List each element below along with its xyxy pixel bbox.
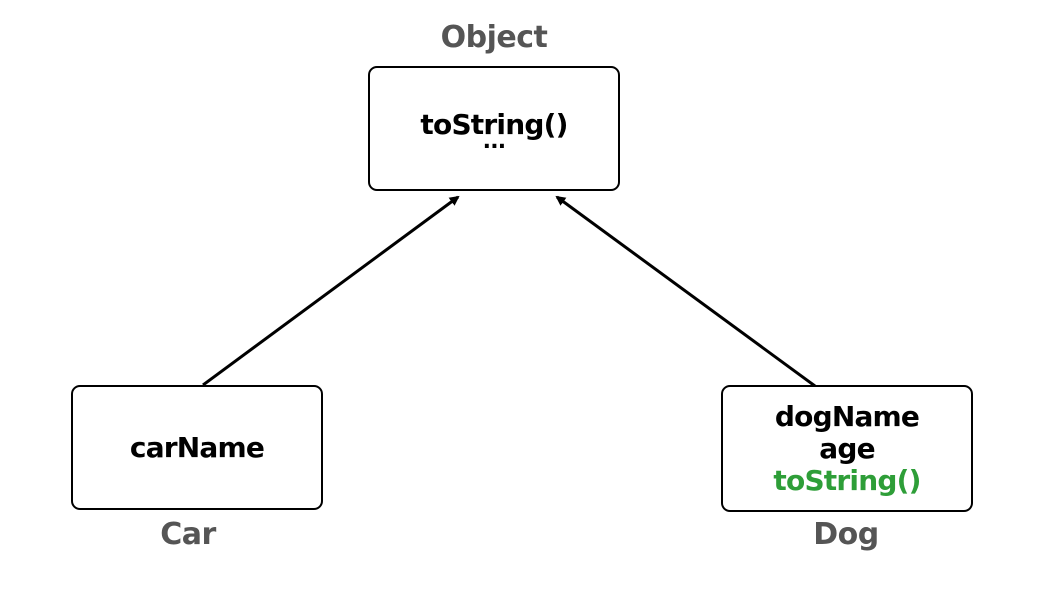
dog-member-dogname: dogName <box>774 399 920 433</box>
object-class-name: Object <box>440 20 548 55</box>
dog-member-age: age <box>819 431 875 465</box>
dog-class-box: dogName age toString() <box>721 385 973 512</box>
object-member-tostring: toString() <box>420 107 568 141</box>
object-member-ellipsis: ... <box>482 128 506 154</box>
dog-to-object-arrow <box>555 195 816 388</box>
dog-member-tostring-override: toString() <box>773 463 921 497</box>
object-class-box: toString() ... <box>368 66 620 191</box>
car-to-object-arrow <box>202 195 460 387</box>
car-class-name: Car <box>160 517 216 552</box>
dog-class-name: Dog <box>813 517 879 552</box>
car-member-carname: carName <box>129 430 265 464</box>
car-class-box: carName <box>71 385 323 510</box>
